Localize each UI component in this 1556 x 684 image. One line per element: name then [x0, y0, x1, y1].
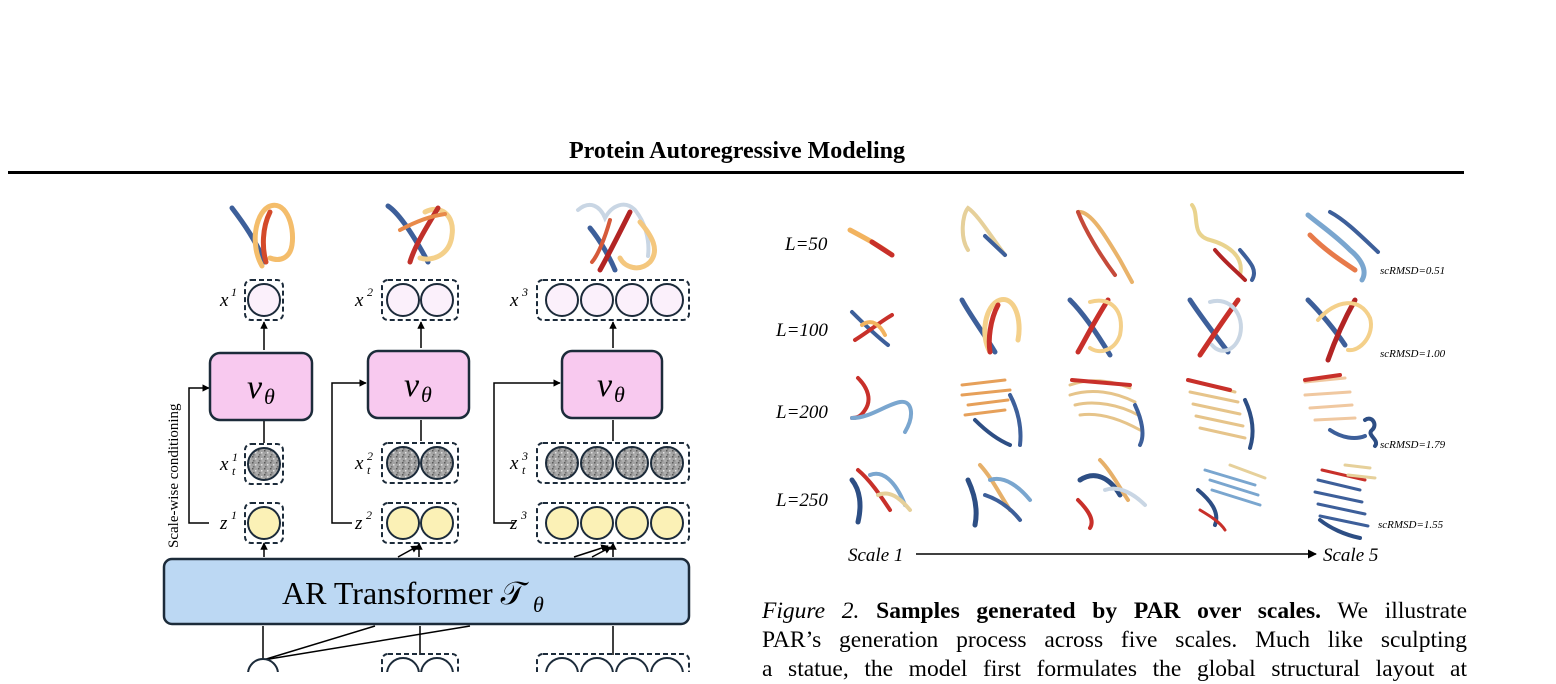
svg-text:2: 2: [366, 508, 372, 522]
latent-z-nodes: [244, 502, 690, 544]
scale-end-label: Scale 5: [1323, 545, 1378, 566]
xt2-label: x: [354, 453, 364, 474]
sample-row-l100: [850, 297, 1373, 363]
velocity-block-1: v θ: [208, 351, 314, 422]
par-architecture-diagram: Scale-wise conditioning v θ v θ: [162, 202, 691, 672]
svg-text:1: 1: [231, 285, 237, 299]
caption-line-1-rest: We illustrate: [1337, 598, 1468, 624]
velocity-block-3: v θ: [560, 349, 664, 420]
header-rule: [8, 171, 1464, 174]
svg-text:θ: θ: [533, 592, 544, 617]
sample-row-l250: [849, 458, 1377, 540]
caption-line-3: a statue, the model first formulates the…: [762, 656, 1467, 682]
svg-text:t: t: [367, 463, 371, 477]
figure-caption: Figure 2. Samples generated by PAR over …: [762, 597, 1467, 684]
protein-structure-scale-2: [385, 203, 455, 265]
flow-arrows: [260, 321, 617, 558]
svg-text:2: 2: [367, 449, 373, 463]
row-label-l250: L=250: [775, 490, 828, 511]
scrmsd-l200: scRMSD=1.79: [1380, 439, 1446, 451]
svg-text:1: 1: [232, 450, 238, 464]
svg-text:v: v: [404, 367, 420, 404]
caption-line-2: PAR’s generation process across five sca…: [762, 627, 1467, 653]
conditioning-lines: [188, 379, 561, 524]
svg-text:θ: θ: [264, 384, 275, 409]
svg-text:2: 2: [367, 285, 373, 299]
svg-text:v: v: [247, 369, 263, 406]
sample-row-l200: [850, 373, 1379, 450]
ar-transformer-block: AR Transformer 𝒯 θ: [162, 557, 691, 626]
svg-text:3: 3: [520, 508, 527, 522]
svg-text:AR Transformer 𝒯: AR Transformer 𝒯: [282, 575, 530, 611]
svg-text:1: 1: [231, 508, 237, 522]
scale-wise-conditioning-label: Scale-wise conditioning: [166, 403, 182, 548]
svg-text:θ: θ: [614, 382, 625, 407]
x1-label: x: [219, 290, 229, 311]
z2-label: z: [354, 513, 363, 534]
caption-label: Figure 2.: [762, 598, 860, 624]
z3-label: z: [509, 513, 518, 534]
protein-structure-scale-1: [229, 202, 296, 269]
scrmsd-l100: scRMSD=1.00: [1380, 348, 1446, 360]
z1-label: z: [219, 513, 228, 534]
row-label-l50: L=50: [784, 234, 828, 255]
sample-row-l50: [847, 203, 1380, 284]
x2-label: x: [354, 290, 364, 311]
scrmsd-l50: scRMSD=0.51: [1380, 265, 1445, 277]
scrmsd-l250: scRMSD=1.55: [1378, 519, 1444, 531]
scale-start-label: Scale 1: [848, 545, 903, 566]
row-label-l200: L=200: [775, 402, 828, 423]
caption-line-1: Figure 2. Samples generated by PAR over …: [762, 597, 1467, 626]
page-header-title: Protein Autoregressive Modeling: [569, 138, 905, 164]
svg-text:3: 3: [521, 449, 528, 463]
svg-text:v: v: [597, 367, 613, 404]
xt1-label: x: [219, 454, 229, 475]
x-output-nodes: [244, 279, 690, 321]
input-connectors: [262, 625, 614, 661]
caption-title: Samples generated by PAR over scales.: [876, 598, 1322, 624]
row-label-l100: L=100: [775, 320, 828, 341]
svg-text:t: t: [232, 464, 236, 478]
noisy-nodes: [244, 442, 690, 485]
svg-text:3: 3: [521, 285, 528, 299]
protein-structure-scale-3: [576, 202, 657, 273]
xt3-label: x: [509, 453, 519, 474]
svg-text:t: t: [522, 463, 526, 477]
x3-label: x: [509, 290, 519, 311]
svg-text:θ: θ: [421, 382, 432, 407]
input-nodes: [247, 653, 690, 672]
velocity-block-2: v θ: [366, 349, 471, 420]
